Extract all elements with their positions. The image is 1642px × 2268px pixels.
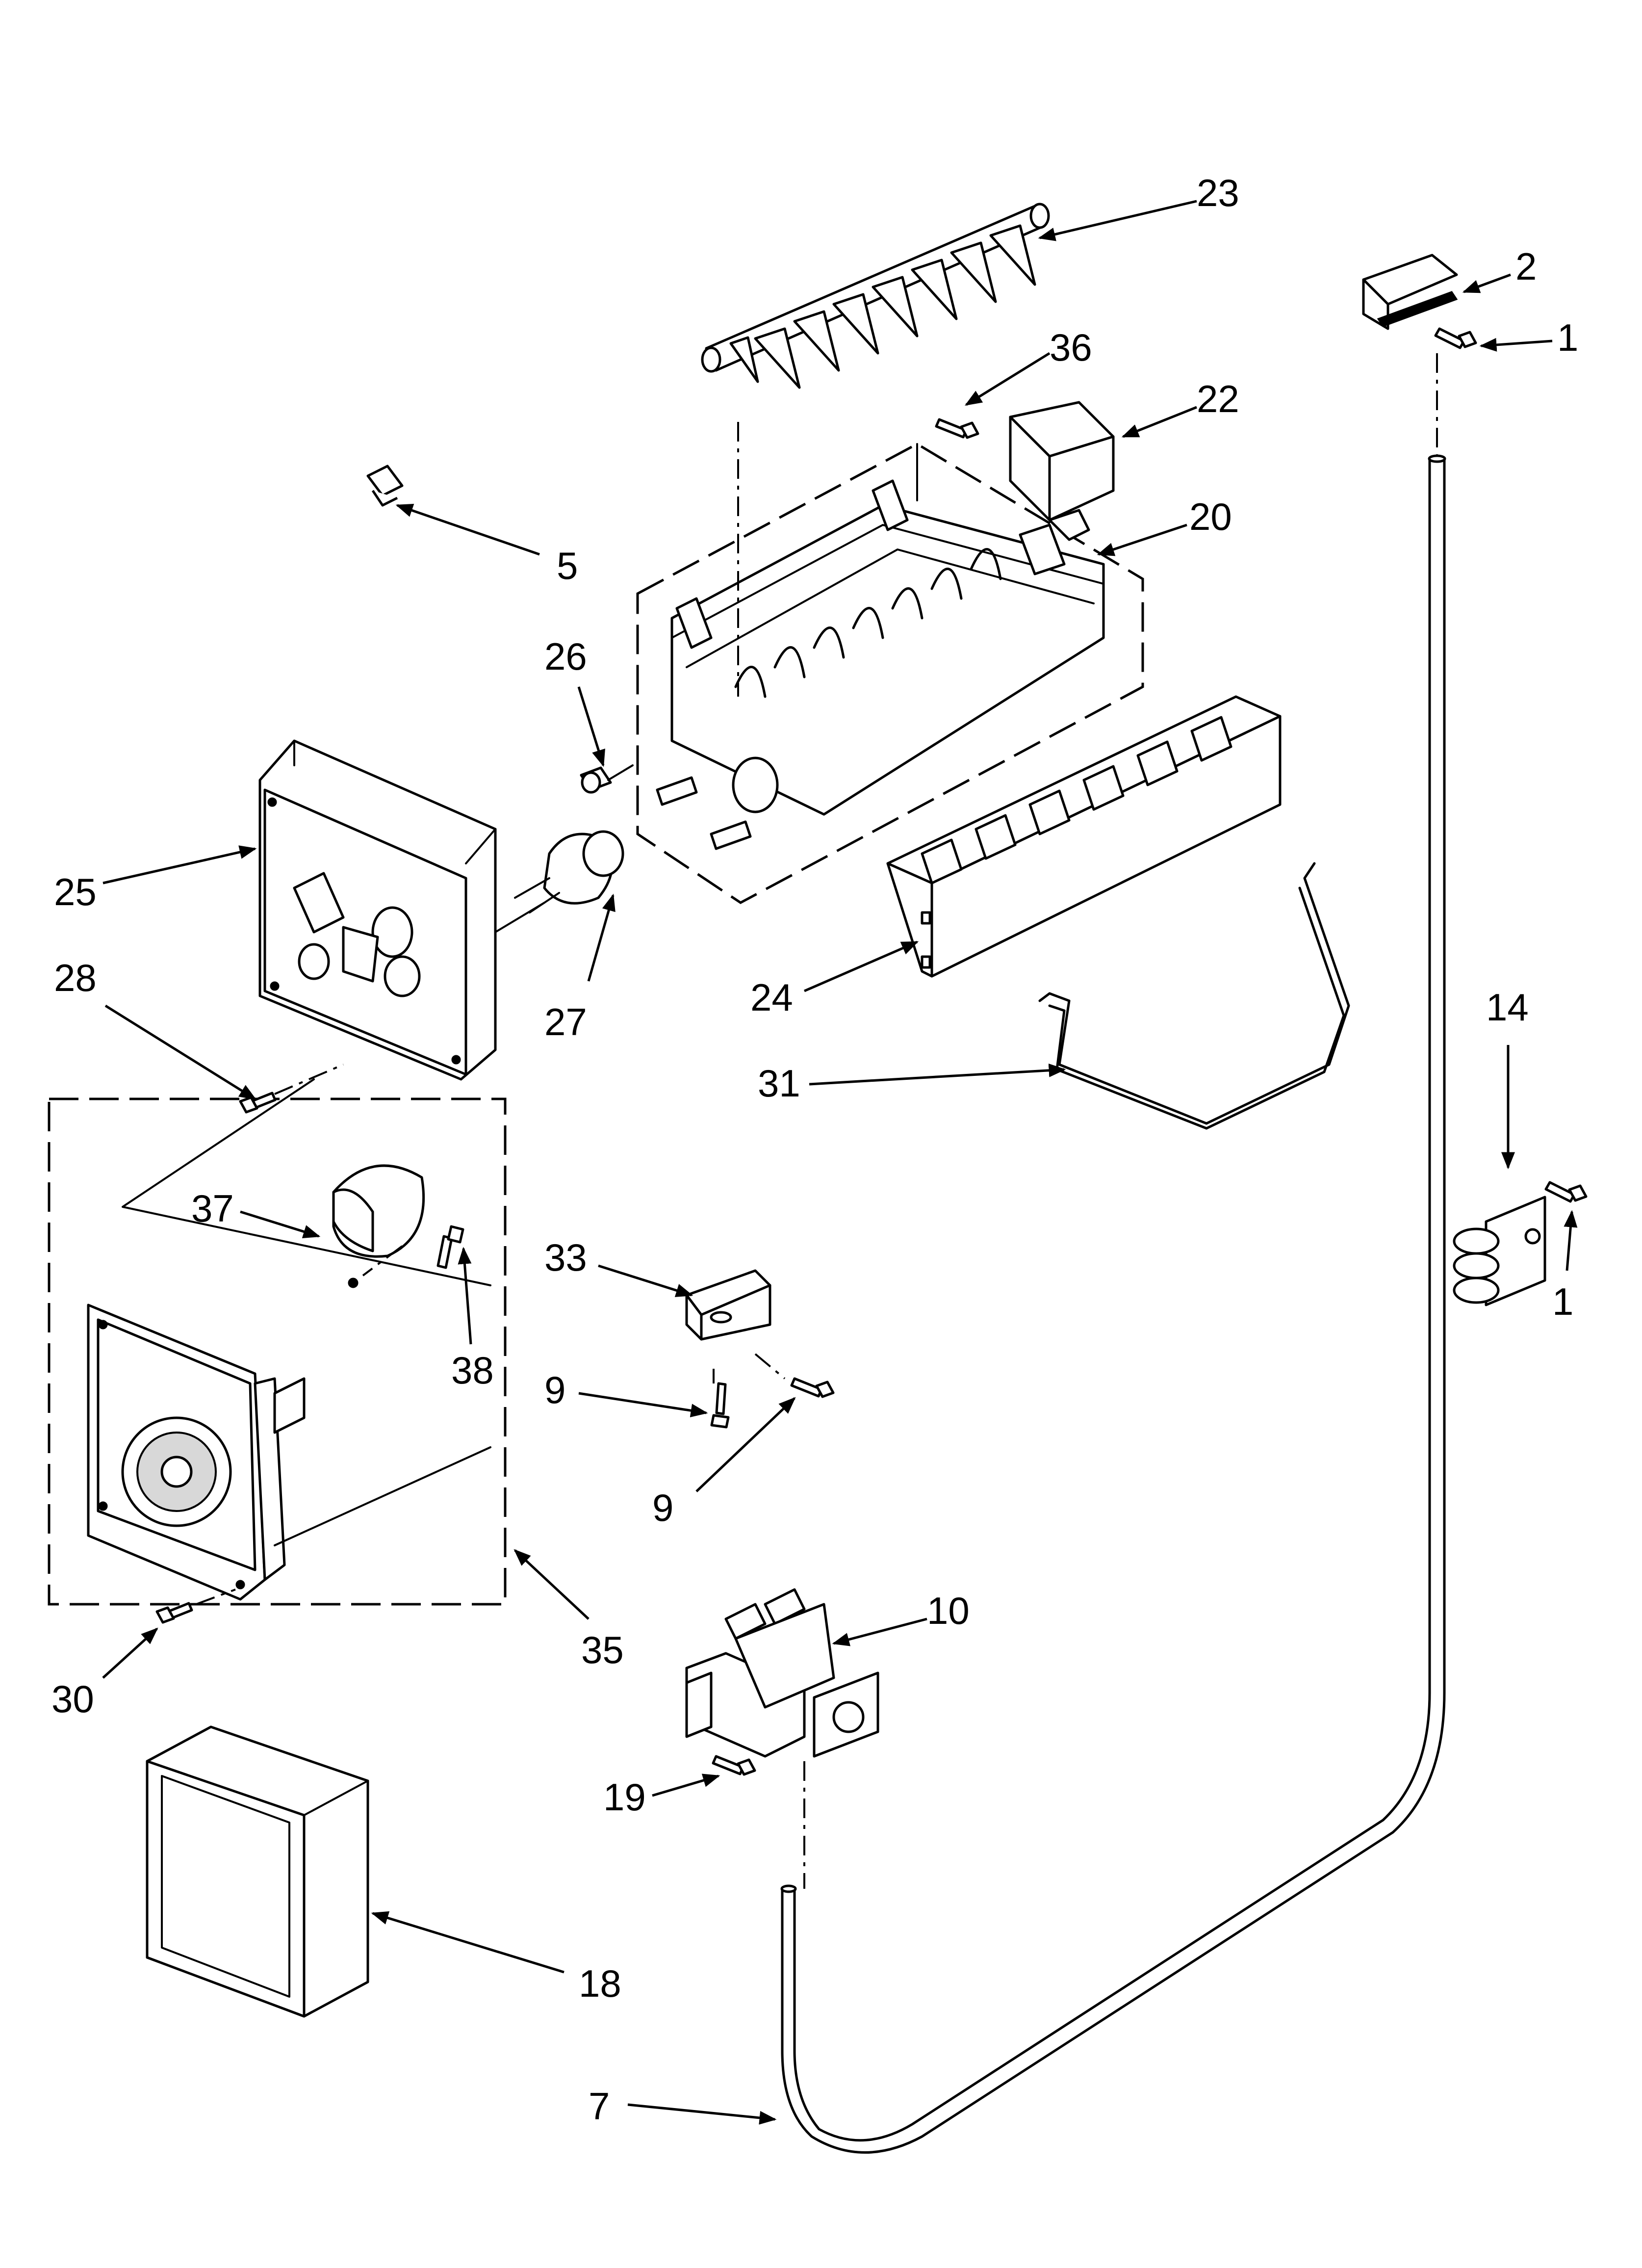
label-part-19: 19	[603, 1775, 646, 1819]
screw-1a	[1434, 327, 1477, 349]
motor-module	[87, 1303, 306, 1601]
screw-30	[155, 1602, 193, 1624]
thermostat	[514, 830, 624, 913]
screw-36	[935, 418, 979, 439]
label-part-35: 35	[581, 1628, 624, 1671]
water-tube	[780, 454, 1446, 2154]
fill-cup	[1009, 401, 1115, 541]
label-part-1-right: 1	[1552, 1280, 1573, 1323]
label-part-26: 26	[544, 635, 587, 678]
ice-maker-cover	[886, 695, 1282, 978]
screw-28	[239, 1092, 277, 1114]
tube-clamp	[1453, 1196, 1546, 1306]
label-part-22: 22	[1197, 377, 1239, 420]
label-part-37: 37	[191, 1187, 234, 1230]
control-housing	[258, 739, 497, 1081]
label-part-14: 14	[1486, 986, 1529, 1029]
label-part-1-top: 1	[1557, 316, 1578, 359]
label-part-36: 36	[1050, 326, 1092, 369]
bail-arm	[1038, 862, 1350, 1130]
label-part-24: 24	[750, 976, 793, 1019]
screw-19	[712, 1755, 756, 1776]
motor	[332, 1164, 425, 1288]
label-part-18: 18	[579, 1962, 621, 2005]
label-part-7: 7	[589, 2085, 610, 2128]
label-part-25: 25	[54, 870, 97, 913]
label-part-2: 2	[1515, 245, 1537, 288]
clip-5	[366, 465, 404, 507]
water-valve	[685, 1588, 879, 1758]
label-part-5: 5	[557, 544, 578, 587]
shaft-coupling	[580, 764, 634, 794]
label-part-9-left: 9	[544, 1368, 565, 1411]
motor-module-outline	[48, 1097, 507, 1606]
screw-1b	[1544, 1181, 1588, 1203]
label-part-33: 33	[544, 1236, 587, 1279]
label-part-27: 27	[544, 1000, 587, 1043]
label-part-38: 38	[451, 1349, 494, 1392]
label-part-30: 30	[51, 1677, 94, 1721]
screw-38	[436, 1225, 464, 1269]
ejector-shaft	[701, 203, 1050, 389]
label-part-10: 10	[927, 1589, 970, 1632]
leader-lines	[102, 200, 1578, 2125]
assembly-lines	[122, 353, 1438, 1889]
switch-bracket	[685, 1269, 771, 1341]
label-part-9-right: 9	[652, 1486, 673, 1529]
part-labels: 23 2 1 36 22 20 5 26 25 27 28 24 31 14 1…	[51, 171, 1578, 2128]
screw-9b	[790, 1377, 835, 1398]
screw-9a	[710, 1382, 730, 1429]
tube-bracket	[1362, 254, 1458, 330]
label-part-23: 23	[1197, 171, 1239, 214]
label-part-20: 20	[1189, 495, 1232, 538]
label-part-28: 28	[54, 956, 97, 999]
ice-mold	[636, 443, 1144, 904]
insulation-pad	[146, 1725, 369, 2018]
label-part-31: 31	[758, 1062, 800, 1105]
